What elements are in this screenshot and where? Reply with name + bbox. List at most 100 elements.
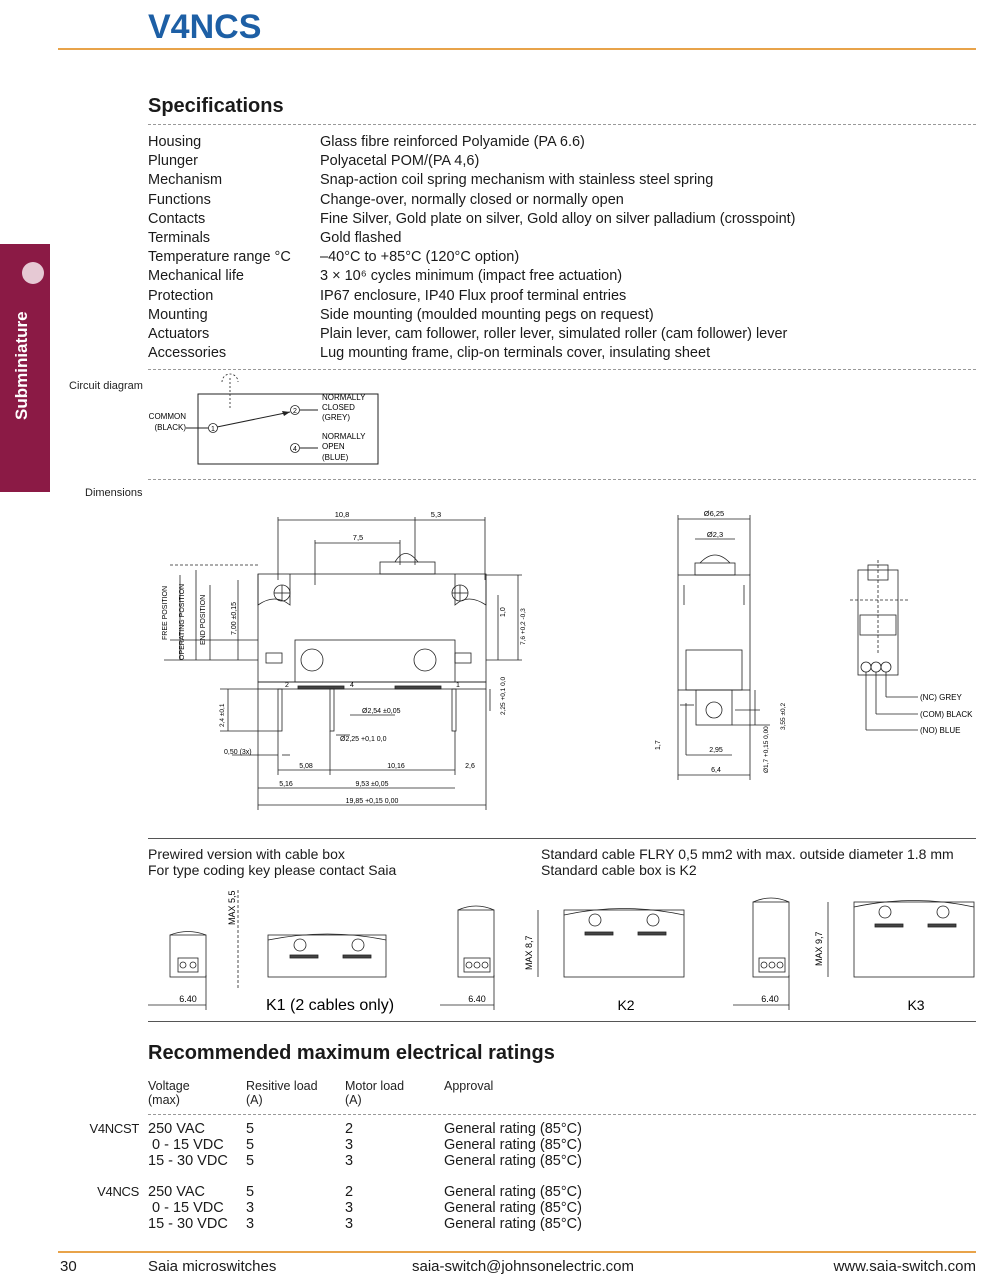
cable-box-drawings: MAX 5,5 MAX 8,7 MAX 9,7 6.40 6.40 6.40 K…: [148, 890, 975, 1014]
side-tab: [0, 244, 50, 492]
prewired-text-2: For type coding key please contact Saia: [148, 862, 397, 878]
rating-approval: General rating (85°C): [444, 1200, 582, 1216]
spec-label: Functions: [148, 191, 211, 208]
rating-resistive: 5: [246, 1137, 255, 1153]
prewired-text-1: Prewired version with cable box: [148, 846, 345, 862]
dim-7-5: 7,5: [353, 533, 363, 542]
common-label-1: COMMON: [149, 412, 187, 421]
no-label-2: OPEN: [322, 442, 345, 451]
operating-position-label: OPERATING POSITION: [179, 584, 186, 660]
ratings-header-resistive: Resitive load(A): [246, 1079, 318, 1107]
rating-resistive: 5: [246, 1153, 255, 1169]
spec-label: Plunger: [148, 153, 198, 170]
rating-approval: General rating (85°C): [444, 1216, 582, 1232]
ratings-heading: Recommended maximum electrical ratings: [148, 1042, 555, 1064]
spec-value: Plain lever, cam follower, roller lever,…: [320, 325, 788, 342]
ratings-rule: [148, 1114, 976, 1115]
spec-row: Protection IP67 enclosure, IP40 Flux proo…: [148, 287, 968, 306]
dim-7-00: 7,00 ±0,15: [231, 602, 238, 635]
footer-email[interactable]: saia-switch@johnsonelectric.com: [412, 1258, 634, 1275]
k3-max-label: MAX 9,7: [814, 931, 824, 966]
rating-motor: 3: [345, 1153, 354, 1169]
rating-motor: 2: [345, 1184, 354, 1200]
spec-row: Terminals Gold flashed: [148, 229, 968, 248]
spec-value: Side mounting (moulded mounting pegs on …: [320, 306, 654, 323]
dimensions-label: Dimensions: [85, 487, 143, 499]
spec-value: Gold flashed: [320, 229, 402, 246]
dimension-drawing-side: Ø6,25 Ø2,3 3,55 ±0,2 1,7 2,95 6,4 Ø1,7 +…: [655, 509, 787, 780]
circuit-rule: [148, 479, 976, 480]
k1-max-label: MAX 5,5: [227, 890, 237, 925]
rating-resistive: 3: [246, 1200, 255, 1216]
dim-2-25-dia: Ø2,25 +0,1 0,0: [340, 736, 387, 743]
spec-label: Mechanism: [148, 172, 223, 189]
dim-19-85: 19,85 +0,15 0,00: [346, 798, 399, 805]
footer-brand: Saia microswitches: [148, 1258, 277, 1275]
wire-nc-label: (NC) GREY: [920, 693, 962, 702]
ratings-header-voltage: Voltage(max): [148, 1079, 190, 1107]
dim-2-25: 2,25 +0,1 0,0: [500, 676, 507, 715]
rating-resistive: 3: [246, 1216, 255, 1232]
rating-approval: General rating (85°C): [444, 1137, 582, 1153]
k3-label: K3: [907, 997, 924, 1013]
rating-resistive: 5: [246, 1184, 255, 1200]
dim-10-8: 10,8: [335, 510, 350, 519]
spec-label: Protection: [148, 287, 214, 304]
rating-motor: 3: [345, 1216, 354, 1232]
side-tab-label: Subminiature: [12, 311, 31, 420]
rating-motor: 2: [345, 1121, 354, 1137]
spec-row: Actuators Plain lever, cam follower, roll…: [148, 325, 968, 344]
k2-label: K2: [617, 997, 634, 1013]
circuit-diagram-label: Circuit diagram: [69, 380, 143, 392]
footer-rule: [58, 1251, 976, 1253]
spec-value: Lug mounting frame, clip-on terminals co…: [320, 345, 711, 362]
dim-7-6: 7,6 +0,2 -0,3: [520, 608, 527, 645]
spec-label: Terminals: [148, 229, 211, 246]
spec-row: Functions Change-over, normally closed or…: [148, 191, 968, 210]
footer-website[interactable]: www.saia-switch.com: [833, 1258, 976, 1275]
rating-voltage: 250 VAC: [148, 1184, 205, 1200]
dim-10-16: 10,16: [387, 763, 405, 770]
spec-value: 3 × 10⁶ cycles minimum (impact free actu…: [320, 268, 623, 285]
dimensions-rule: [148, 838, 976, 839]
k2-width-label: 6.40: [468, 994, 486, 1004]
dim-2-4: 2,4 ±0,1: [219, 703, 226, 727]
spec-label: Temperature range °C: [148, 249, 291, 266]
dim-5-16: 5,16: [279, 781, 293, 788]
dim-6-4: 6,4: [711, 767, 721, 774]
pin-1-label: 1: [211, 426, 215, 433]
dim-5-3: 5,3: [431, 510, 441, 519]
spec-label: Contacts: [148, 210, 206, 227]
pin-4-label: 4: [293, 446, 297, 453]
circuit-diagram: 1 2 4 COMMON (BLACK) NORMALLY CLOSED (GR…: [149, 373, 379, 465]
nc-label-1: NORMALLY: [322, 393, 366, 402]
spec-value: IP67 enclosure, IP40 Flux proof terminal…: [320, 287, 627, 304]
spec-rule-top: [148, 124, 976, 125]
spec-row: Accessories Lug mounting frame, clip-on t…: [148, 344, 968, 363]
dim-2-54-dia: Ø2,54 ±0,05: [362, 708, 401, 715]
rating-voltage: 0 - 15 VDC: [148, 1200, 224, 1216]
cable-text-1: Standard cable FLRY 0,5 mm2 with max. ou…: [541, 846, 954, 862]
spec-label: Mechanical life: [148, 268, 244, 285]
spec-value: Change-over, normally closed or normally…: [320, 191, 624, 208]
nc-label-2: CLOSED: [322, 403, 355, 412]
rating-voltage: 15 - 30 VDC: [148, 1216, 228, 1232]
dimension-drawing-wiring: (NC) GREY (COM) BLACK (NO) BLUE: [850, 560, 973, 735]
ratings-header-motor: Motor load(A): [345, 1079, 405, 1107]
dim-5-08: 5,08: [299, 763, 313, 770]
dim-3-55: 3,55 ±0,2: [780, 703, 787, 730]
spec-label: Accessories: [148, 345, 227, 362]
spec-label: Actuators: [148, 325, 210, 342]
dim-1-7-dia: Ø1,7 +0,15 0,00: [763, 726, 770, 773]
dim-0-50: 0,50 (3x): [224, 749, 252, 756]
side-tab-dot: [22, 262, 44, 284]
pin-2-label: 2: [293, 408, 297, 415]
rating-resistive: 5: [246, 1121, 255, 1137]
page-title: V4NCS: [148, 8, 262, 46]
dim-1-0: 1,0: [500, 607, 507, 617]
rating-approval: General rating (85°C): [444, 1153, 582, 1169]
rating-approval: General rating (85°C): [444, 1184, 582, 1200]
